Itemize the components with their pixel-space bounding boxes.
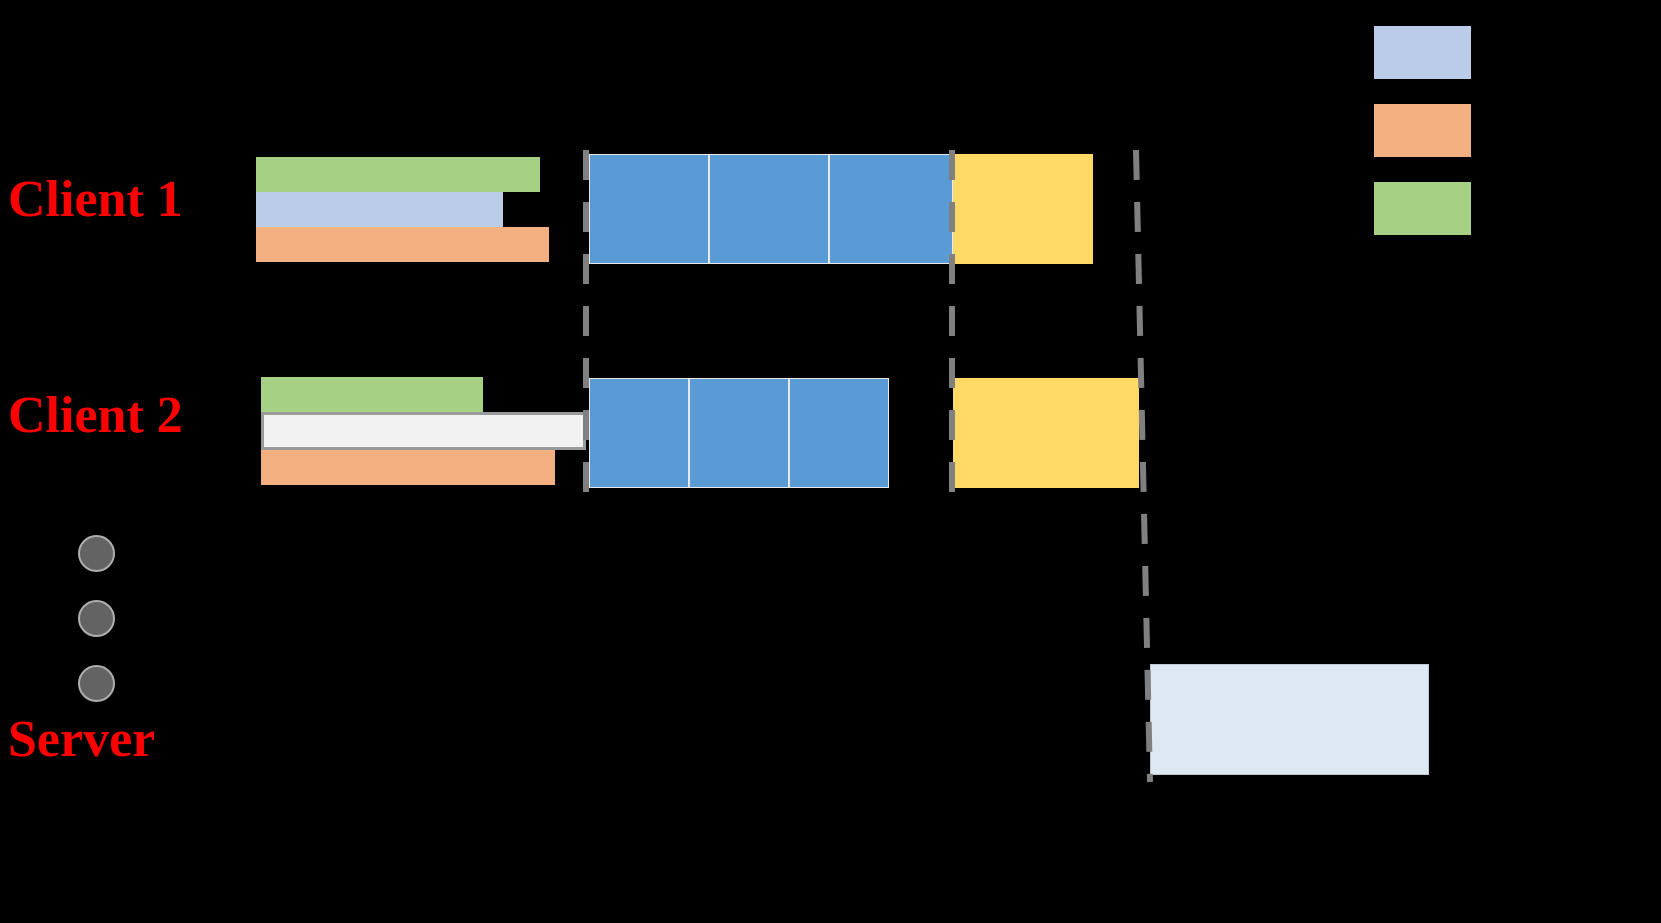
client-2-green-bar: [261, 377, 483, 412]
ellipsis-dot-3: [78, 665, 115, 702]
client-2-yellow-block: [953, 378, 1139, 488]
client-1-orange-bar: [256, 227, 549, 262]
client-2-blue-block-1: [589, 378, 689, 488]
phase-divider-3-line: [1133, 149, 1153, 783]
client-1-label: Client 1: [8, 171, 183, 228]
client-2-label: Client 2: [8, 387, 183, 444]
ellipsis-dot-2: [78, 600, 115, 637]
ellipsis-dot-1: [78, 535, 115, 572]
legend-swatch-green: [1374, 182, 1471, 235]
client-1-green-bar: [256, 157, 540, 192]
client-2-orange-bar: [261, 450, 555, 485]
client-2-blue-block-3: [789, 378, 889, 488]
client-2-white-bar: [261, 412, 586, 450]
client-1-blue-block-1: [589, 154, 709, 264]
client-1-blue-block-3: [829, 154, 953, 264]
client-1-yellow-block: [953, 154, 1093, 264]
legend-swatch-lavender: [1374, 26, 1471, 79]
legend-swatch-orange: [1374, 104, 1471, 157]
client-2-blue-block-2: [689, 378, 789, 488]
server-label: Server: [8, 711, 156, 768]
server-block: [1150, 664, 1429, 775]
client-1-blue-block-2: [709, 154, 829, 264]
client-1-lavender-bar: [256, 192, 503, 227]
